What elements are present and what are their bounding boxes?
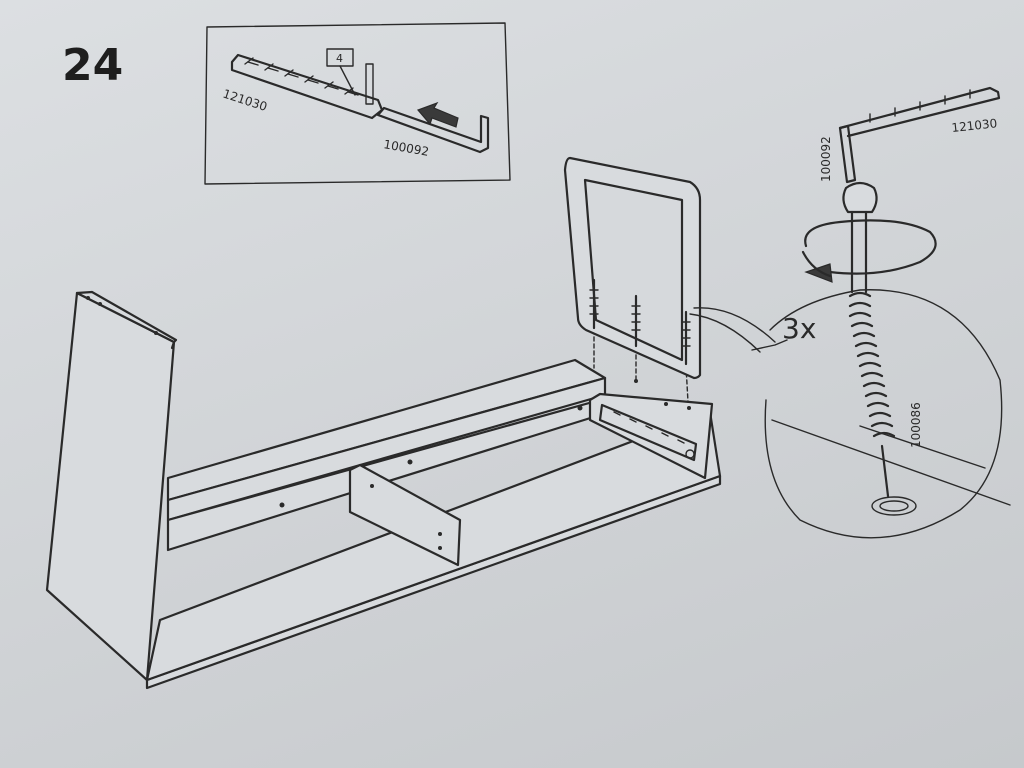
inset-rail-code: 121030 (221, 87, 269, 114)
rotate-arrow-icon (801, 219, 937, 283)
frame-screws (589, 278, 691, 366)
inset-bolt-icon (365, 63, 374, 105)
quantity-label: 3x (782, 312, 816, 345)
side-panel (45, 291, 176, 682)
rail-tool-icon (230, 53, 384, 120)
middle-divider (348, 463, 462, 567)
inset-key-code: 100092 (382, 137, 430, 159)
detail-allen-key-icon (838, 86, 1001, 184)
detail-callout: 3x 100086 100092 121030 (689, 86, 1011, 539)
push-arrow-icon (416, 101, 459, 128)
allen-key-icon (376, 106, 490, 154)
inset-panel: 121030 4 100092 (204, 22, 511, 185)
inset-frame (204, 22, 511, 185)
detail-circle (764, 289, 1003, 539)
screw-icon (842, 181, 896, 498)
detail-rail-code: 121030 (951, 116, 998, 135)
drawer-runner (598, 403, 698, 462)
upright-frame (563, 156, 702, 380)
screw-hole (871, 496, 917, 516)
step-number: 24 (62, 40, 123, 91)
cabinet-assembly (45, 290, 722, 690)
inset-count-label: 4 (336, 52, 343, 65)
detail-key-code: 100092 (819, 136, 833, 182)
screw-code: 100086 (909, 402, 923, 448)
